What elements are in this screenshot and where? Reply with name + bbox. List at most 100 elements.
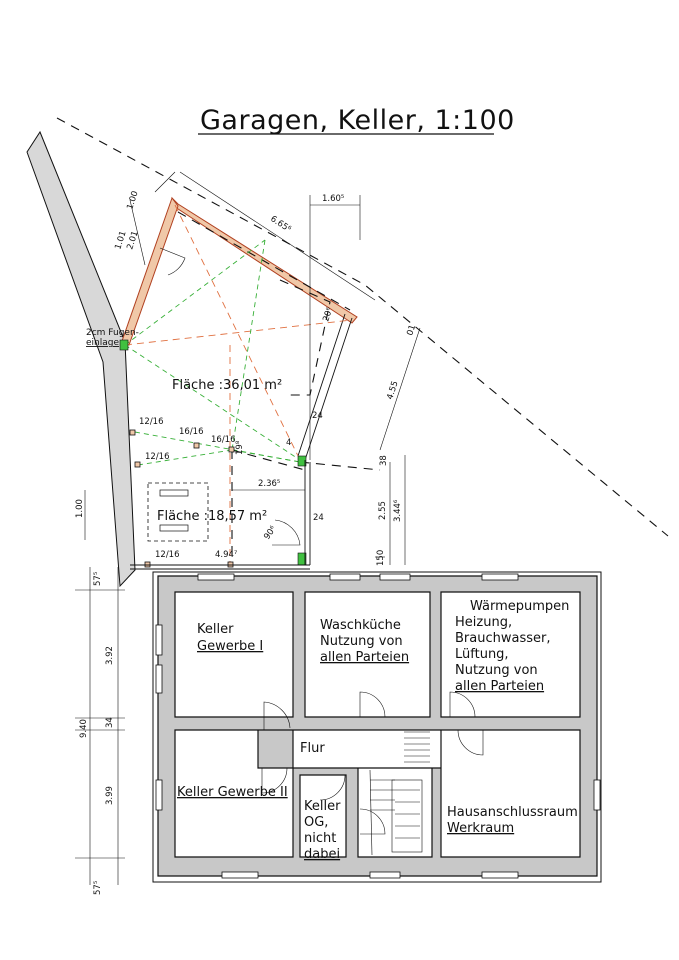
left-retaining-wall xyxy=(26,130,136,588)
dim-57-5-a: 57⁵ xyxy=(93,572,103,586)
window-left-2 xyxy=(155,664,163,694)
post-4 xyxy=(228,446,235,453)
dim-19-8: 19⁸ xyxy=(235,440,245,455)
dim-4-947: 4.94⁷ xyxy=(215,550,238,560)
room-og-label-4: dabei xyxy=(304,847,340,862)
helper-dash-3 xyxy=(299,461,381,471)
window-right-1 xyxy=(593,779,601,811)
room-wasch-label-2: Nutzung von xyxy=(320,634,403,649)
door-wp xyxy=(449,691,476,718)
room-wp-label-1: Wärmepumpen xyxy=(470,599,569,614)
dim-01: 01 xyxy=(405,324,418,337)
garage-area-bottom: Fläche :18,57 m² xyxy=(157,509,267,524)
room-wasch-label-1: Waschküche xyxy=(320,618,401,633)
garage-overhead-contour xyxy=(177,211,351,311)
door-keller1 xyxy=(263,701,291,730)
fugen-note-2: einlage xyxy=(86,338,119,348)
room-keller1-label-1: Keller xyxy=(197,622,234,637)
room-og-label-2: OG, xyxy=(304,815,328,830)
post-6 xyxy=(227,561,234,568)
garage-side-door-swing xyxy=(272,519,301,546)
dim-3-99: 3.99 xyxy=(105,786,115,805)
door-stair xyxy=(359,808,386,835)
green-marker-1 xyxy=(119,339,129,351)
dim-1-605: 1.60⁵ xyxy=(322,194,344,204)
garage-wall-right-inner xyxy=(297,313,346,457)
door-haus xyxy=(457,729,484,756)
window-top-1 xyxy=(197,573,235,581)
room-og-label-3: nicht xyxy=(304,831,336,846)
dim-34: 34 xyxy=(105,717,115,728)
dim-4-55: 4.55 xyxy=(385,380,400,401)
garage-area-top: Fläche :36,01 m² xyxy=(172,378,282,393)
dim-150: 150 xyxy=(376,550,386,566)
room-wp-label-2: Heizung, xyxy=(455,615,512,630)
room-wp-label-4: Lüftung, xyxy=(455,647,509,662)
car-outline xyxy=(147,482,209,542)
dim-90-6: 90⁶ xyxy=(262,524,279,542)
window-left-3 xyxy=(155,779,163,811)
room-flur-label: Flur xyxy=(300,741,325,756)
green-line-4 xyxy=(134,431,301,463)
helper-dash-2 xyxy=(231,449,306,471)
window-top-2 xyxy=(329,573,361,581)
dim-9-40: 9.40 xyxy=(79,719,89,738)
dim-3-446: 3.44⁶ xyxy=(393,499,403,522)
dim-38: 38 xyxy=(379,455,389,466)
property-boundary xyxy=(56,117,669,537)
green-marker-2 xyxy=(297,455,307,467)
room-og-label-1: Keller xyxy=(304,799,341,814)
room-wp-label-3: Brauchwasser, xyxy=(455,631,550,646)
green-line-5 xyxy=(137,449,233,466)
dim-1-00-b: 1.00 xyxy=(75,499,85,518)
window-left-1 xyxy=(155,624,163,656)
dim-2-55: 2.55 xyxy=(378,501,388,520)
dim-6-656: 6.65⁶ xyxy=(268,214,293,235)
room-wasch-label-3: allen Parteien xyxy=(320,650,409,665)
room-haus-label-2: Werkraum xyxy=(447,821,514,836)
fugen-note-1: 2cm Fugen- xyxy=(86,328,139,338)
post-5 xyxy=(144,561,151,568)
dim-1-00-a: 1.00 xyxy=(125,190,140,211)
car-window-2 xyxy=(159,524,189,532)
dim-16-16-a: 16/16 xyxy=(179,427,204,437)
window-bottom-2 xyxy=(369,871,401,879)
staircase xyxy=(369,731,430,856)
dim-3-92: 3.92 xyxy=(105,646,115,665)
window-top-4 xyxy=(481,573,519,581)
door-og xyxy=(319,774,346,801)
window-bottom-1 xyxy=(221,871,259,879)
room-haus-label-1: Hausanschlussraum xyxy=(447,805,578,820)
post-2 xyxy=(134,461,141,468)
garage-overhead-contour-2 xyxy=(279,279,331,396)
dim-24-b: 24 xyxy=(313,513,324,523)
dim-4: 4 xyxy=(286,438,291,448)
green-line-1 xyxy=(124,239,266,346)
door-wasch xyxy=(359,691,386,718)
car-window-1 xyxy=(159,489,189,497)
post-1 xyxy=(129,429,136,436)
room-keller1-label-2: Gewerbe I xyxy=(197,639,263,654)
dim-2-365: 2.36⁵ xyxy=(258,479,280,489)
green-line-2 xyxy=(231,239,266,451)
dim-57-5-b: 57⁵ xyxy=(93,881,103,895)
garage-door-swing xyxy=(159,247,186,276)
room-wp-label-6: allen Parteien xyxy=(455,679,544,694)
dim-16-16-b: 16/16 xyxy=(211,435,236,445)
window-bottom-3 xyxy=(481,871,519,879)
window-top-3 xyxy=(379,573,411,581)
room-keller2-label: Keller Gewerbe II xyxy=(177,785,288,800)
dimension-lines xyxy=(75,171,421,885)
room-wp-label-5: Nutzung von xyxy=(455,663,538,678)
door-keller2 xyxy=(261,767,288,794)
plan-title: Garagen, Keller, 1:100 xyxy=(200,105,515,136)
dim-12-16-c: 12/16 xyxy=(155,550,180,560)
green-line-3 xyxy=(124,344,301,461)
dim-12-16-b: 12/16 xyxy=(145,452,170,462)
green-line-6 xyxy=(231,449,301,463)
post-3 xyxy=(193,442,200,449)
garage-wall-left xyxy=(121,196,179,346)
dim-24-a: 24 xyxy=(312,411,323,421)
area-diagonal-2 xyxy=(124,319,353,346)
